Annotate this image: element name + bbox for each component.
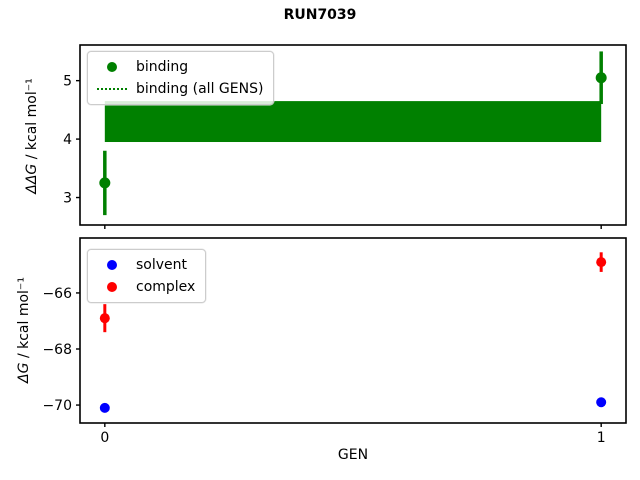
ylabel-dg: ΔG / kcal mol⁻¹: [16, 277, 32, 383]
xtick-label-1: 1: [597, 430, 606, 446]
binding-dot-icon: [107, 62, 117, 72]
figure-title: RUN7039: [283, 7, 357, 23]
legend-label-binding-all-gens: binding (all GENS): [136, 81, 264, 97]
xtick-label-0: 0: [100, 430, 109, 446]
legend-item-solvent: solvent: [94, 254, 195, 276]
complex-dot-icon: [107, 282, 117, 292]
solvent-dot-icon: [107, 260, 117, 270]
legend-label-solvent: solvent: [136, 257, 188, 273]
ytick-label-−70: −70: [42, 398, 72, 414]
legend-item-binding: binding: [94, 56, 263, 78]
ytick-label-−68: −68: [42, 342, 72, 358]
axes-component-free-energy-per-gen: −66 −68 −70 0 1: [42, 237, 627, 446]
ylabel-ddg: ΔΔG / kcal mol⁻¹: [24, 78, 40, 193]
data-point-binding-gen1: [595, 72, 607, 84]
ylabel-ddg-units: / kcal mol⁻¹: [24, 78, 40, 164]
data-point-solvent-gen0: [99, 402, 110, 413]
legend-components: solvent complex: [87, 249, 207, 303]
ylabel-dg-symbol: ΔG: [16, 362, 32, 383]
ytick-label-4: 4: [63, 132, 72, 148]
data-point-complex-gen1: [596, 257, 607, 268]
binding-marker-box: [94, 62, 130, 72]
band-binding-all-gens: [104, 101, 602, 143]
axes-frame-0: [79, 44, 627, 226]
dotted-line-icon: [97, 88, 127, 90]
ylabel-ddg-symbol: ΔΔG: [24, 163, 40, 194]
legend-label-binding: binding: [136, 59, 189, 75]
legend-binding: binding binding (all GENS): [87, 51, 275, 105]
legend-item-binding-all-gens: binding (all GENS): [94, 78, 263, 100]
ylabel-dg-units: / kcal mol⁻¹: [16, 277, 32, 363]
legend-label-complex: complex: [136, 279, 196, 295]
axes-binding-free-energy-per-gen: 5 4 3: [63, 44, 627, 229]
solvent-marker-box: [94, 260, 130, 270]
axes-frame-1: [79, 237, 627, 424]
data-point-complex-gen0: [99, 313, 110, 324]
data-point-binding-gen0: [99, 177, 111, 189]
ytick-label-5: 5: [63, 74, 72, 90]
data-point-solvent-gen1: [596, 397, 607, 408]
binding-all-gens-marker-box: [94, 88, 130, 90]
legend-item-complex: complex: [94, 276, 195, 298]
complex-marker-box: [94, 282, 130, 292]
ytick-label-−66: −66: [42, 286, 72, 302]
xlabel-gen: GEN: [337, 447, 369, 463]
ytick-label-3: 3: [63, 191, 72, 207]
